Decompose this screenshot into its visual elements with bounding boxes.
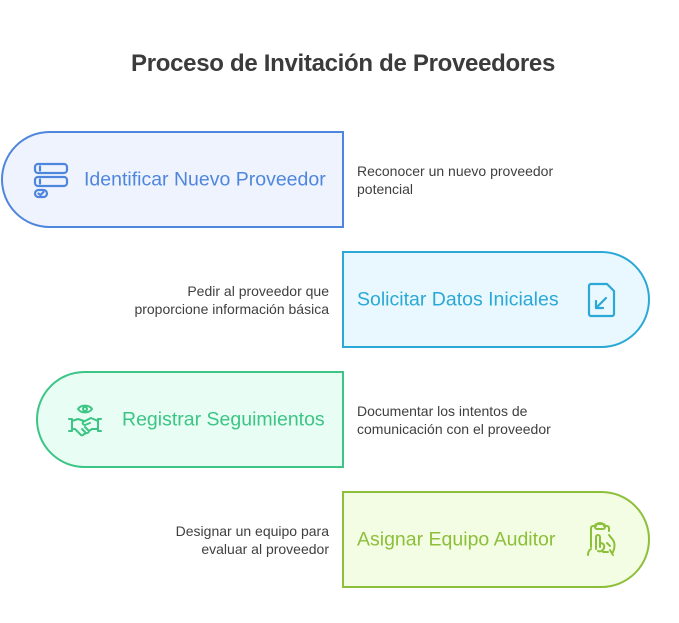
description-line: Reconocer un nuevo proveedor (357, 163, 554, 179)
document-import-arrow-icon (583, 281, 621, 319)
step-label: Identificar Nuevo Proveedor (84, 168, 326, 190)
eye-handshake-icon (66, 401, 104, 439)
step-identificar-nuevo-proveedor: Identificar Nuevo Proveedor (1, 131, 344, 228)
step-label: Registrar Seguimientos (122, 408, 325, 430)
description-line: Designar un equipo para (175, 523, 329, 539)
diagram-title: Proceso de Invitación de Proveedores (130, 50, 556, 77)
step-solicitar-datos-iniciales: Solicitar Datos Iniciales (342, 251, 650, 348)
step-description: Documentar los intentos de comunicación … (357, 402, 607, 438)
clipboard-hand-icon (581, 521, 619, 559)
server-list-check-icon (32, 161, 70, 199)
description-line: potencial (357, 181, 414, 197)
description-line: evaluar al proveedor (201, 541, 329, 557)
step-description: Reconocer un nuevo proveedor potencial (357, 162, 607, 198)
step-registrar-seguimientos: Registrar Seguimientos (36, 371, 344, 468)
step-label: Solicitar Datos Iniciales (357, 288, 559, 310)
step-description: Pedir al proveedor que proporcione infor… (79, 282, 329, 318)
step-asignar-equipo-auditor: Asignar Equipo Auditor (342, 491, 650, 588)
description-line: comunicación con el proveedor (357, 421, 551, 437)
description-line: Documentar los intentos de (357, 403, 528, 419)
step-label: Asignar Equipo Auditor (357, 528, 556, 550)
description-line: proporcione información básica (134, 301, 329, 317)
description-line: Pedir al proveedor que (187, 283, 329, 299)
step-description: Designar un equipo para evaluar al prove… (79, 522, 329, 558)
